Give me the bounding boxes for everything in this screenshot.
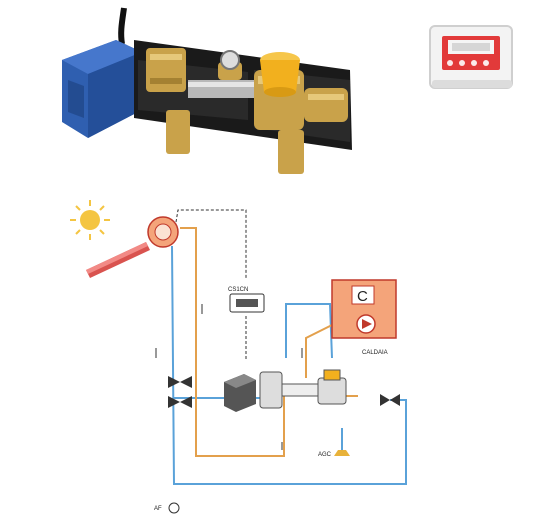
thermostatic-cap [260,52,300,97]
flow-arrows [155,304,303,450]
controller-symbol [229,293,265,313]
thermometer [220,50,240,70]
valve-group-photo [62,7,352,174]
controller-button [447,60,453,66]
check-valve-left [168,376,192,408]
af-label: AF [154,506,162,512]
controller-button [471,60,477,66]
hydraulic-schema: CS1CN C CALDAIA AGC AF [70,200,407,514]
check-valve-right [380,394,400,406]
boiler-letter: C [357,288,368,305]
controller-button [459,60,465,66]
solar-collector [86,242,150,278]
sun-icon [70,200,110,240]
solar-controller-photo [429,25,513,89]
diverter-valve-actuator [224,374,256,412]
acs-label: AGC [318,452,332,458]
boiler [331,279,397,339]
shower-icon [334,428,350,456]
sensor-wire [175,209,247,278]
hot-water-line [180,227,339,457]
boiler-label: CALDAIA [362,350,388,356]
actuator-cable [118,7,127,45]
solar-tank [147,216,179,248]
cold-water-line [171,245,407,485]
controller-label: CS1CN [228,287,248,293]
blue-actuator [62,40,142,138]
cold-water-inlet [168,502,180,514]
mixing-valve [259,369,347,409]
controller-button [483,60,489,66]
